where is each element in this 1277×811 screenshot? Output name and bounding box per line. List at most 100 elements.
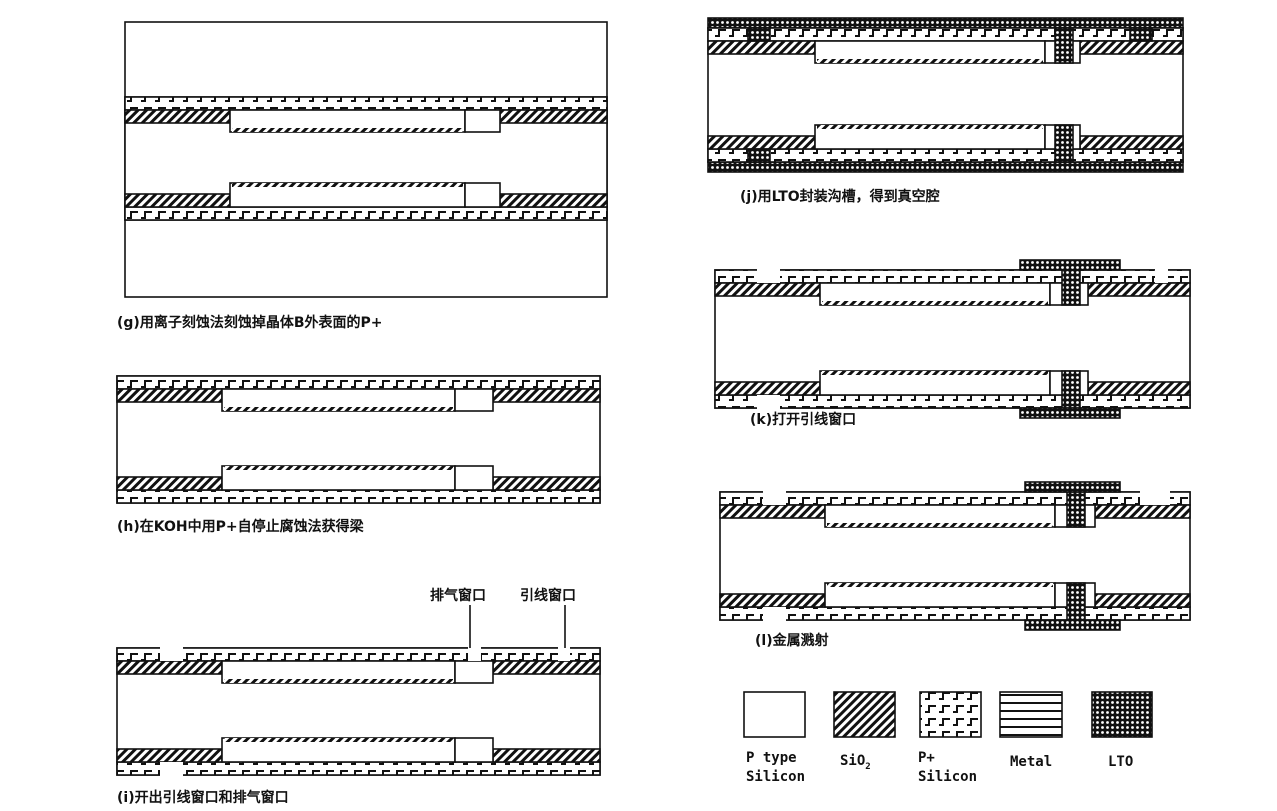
beam-anchor-top: [464, 109, 501, 133]
sio2-layer-bottom-left: [124, 193, 231, 208]
lto-plug-top: [1066, 491, 1086, 528]
sio2-layer-bottom-left: [714, 381, 821, 396]
sio2-layer-bottom-right: [492, 748, 601, 763]
lto-plug-top: [1054, 27, 1074, 64]
lto-patch-top: [1024, 481, 1121, 493]
beam-anchor-bottom: [464, 182, 501, 208]
window-opening: [468, 647, 481, 661]
sio2-layer-top-right: [1094, 504, 1191, 519]
lto-layer-bottom: [707, 161, 1184, 173]
legend: P type Silicon SiO2 P+ Silicon Metal LTO: [746, 750, 1133, 785]
beam-anchor-bottom: [454, 465, 494, 491]
sio2-layer-bottom-right: [492, 476, 601, 491]
lto-patch-bottom: [1024, 619, 1121, 631]
beam-anchor-bottom: [454, 737, 494, 763]
sio2-layer-top-right: [492, 660, 601, 675]
p-plus-layer-bottom: [116, 489, 601, 504]
legend-swatch-ptype: [743, 691, 806, 738]
beam-bottom-oxide: [817, 125, 1043, 129]
p-plus-layer-top: [116, 647, 601, 662]
lto-fill-top: [747, 27, 771, 42]
sio2-layer-bottom-right: [499, 193, 608, 208]
lto-plug-bottom: [1061, 370, 1081, 409]
p-plus-layer-bottom: [714, 394, 1191, 409]
beam-anchor-top: [454, 660, 494, 684]
sio2-layer-top-left: [124, 109, 231, 124]
legend-sio2-label: SiO2: [840, 753, 871, 772]
p-plus-layer-bottom: [719, 606, 1191, 621]
beam-top-oxide: [224, 679, 453, 683]
sio2-layer-bottom-left: [707, 135, 816, 150]
sio2-layer-top-left: [719, 504, 826, 519]
caption-g: (g)用离子刻蚀法刻蚀掉晶体B外表面的P+: [117, 314, 382, 331]
legend-lto-label: LTO: [1108, 754, 1133, 770]
beam-anchor-top: [454, 388, 494, 412]
beam-bottom-oxide: [224, 466, 453, 470]
sio2-layer-top-right: [499, 109, 608, 124]
legend-swatch-lto: [1091, 691, 1153, 738]
sio2-layer-top-left: [116, 660, 223, 675]
window-opening: [757, 395, 780, 409]
sio2-layer-bottom-right: [1087, 381, 1191, 396]
window-opening: [757, 269, 780, 283]
legend-pplus-line1: P+: [918, 750, 935, 766]
caption-l: (l)金属溅射: [755, 632, 829, 649]
label-lead-window: 引线窗口: [520, 587, 576, 604]
legend-ptype-line2: Silicon: [746, 769, 805, 785]
caption-i: (i)开出引线窗口和排气窗口: [117, 789, 289, 806]
lto-layer-top: [707, 17, 1184, 29]
window-opening: [763, 491, 786, 505]
p-plus-layer-top: [116, 375, 601, 390]
sio2-layer-top-left: [714, 282, 821, 297]
p-plus-layer-bottom: [116, 761, 601, 776]
sio2-layer-top-right: [1087, 282, 1191, 297]
legend-ptype-line1: P type: [746, 750, 797, 766]
sio2-layer-bottom-right: [1094, 593, 1191, 608]
window-opening: [160, 647, 183, 661]
window-opening: [1140, 491, 1170, 505]
beam-top-oxide: [232, 128, 463, 132]
window-opening: [558, 647, 570, 661]
p-plus-layer-top: [714, 269, 1191, 284]
beam-top-oxide: [822, 301, 1048, 305]
window-opening: [160, 762, 183, 776]
legend-metal-label: Metal: [1010, 754, 1052, 770]
beam-top-oxide: [827, 523, 1053, 527]
window-opening: [763, 607, 786, 621]
beam-top-oxide: [817, 59, 1043, 63]
legend-pplus-line2: Silicon: [918, 769, 977, 785]
legend-swatch-metal: [999, 691, 1063, 738]
sio2-layer-bottom-left: [116, 476, 223, 491]
lto-plug-bottom: [1054, 124, 1074, 163]
beam-bottom-oxide: [224, 738, 453, 742]
lto-patch-top: [1019, 259, 1121, 271]
p-plus-layer-bottom: [707, 148, 1184, 163]
window-opening: [1155, 269, 1168, 283]
lto-plug-top: [1061, 269, 1081, 306]
p-plus-layer-top: [719, 491, 1191, 506]
sio2-layer-bottom-left: [116, 748, 223, 763]
legend-swatch-pplus: [919, 691, 982, 738]
sio2-layer-top-right: [492, 388, 601, 403]
sio2-layer-bottom-right: [1079, 135, 1184, 150]
sio2-layer-top-left: [116, 388, 223, 403]
beam-top-oxide: [224, 407, 453, 411]
sio2-layer-bottom-left: [719, 593, 826, 608]
beam-bottom-oxide: [827, 583, 1053, 587]
lto-patch-bottom: [1019, 407, 1121, 419]
p-plus-layer-bottom: [124, 206, 608, 221]
legend-swatch-sio2: [833, 691, 896, 738]
lto-fill-top-right: [1129, 27, 1153, 42]
sio2-layer-top-left: [707, 40, 816, 55]
beam-bottom-oxide: [822, 371, 1048, 375]
label-vent-window: 排气窗口: [430, 587, 486, 604]
lto-plug-bottom: [1066, 582, 1086, 621]
p-plus-layer-top: [124, 96, 608, 111]
caption-j: (j)用LTO封装沟槽，得到真空腔: [740, 188, 940, 205]
lto-fill-bottom: [747, 148, 771, 163]
caption-h: (h)在KOH中用P+自停止腐蚀法获得梁: [117, 518, 365, 535]
sio2-layer-top-right: [1079, 40, 1184, 55]
beam-bottom-oxide: [232, 183, 463, 187]
p-plus-layer-top: [707, 27, 1184, 42]
